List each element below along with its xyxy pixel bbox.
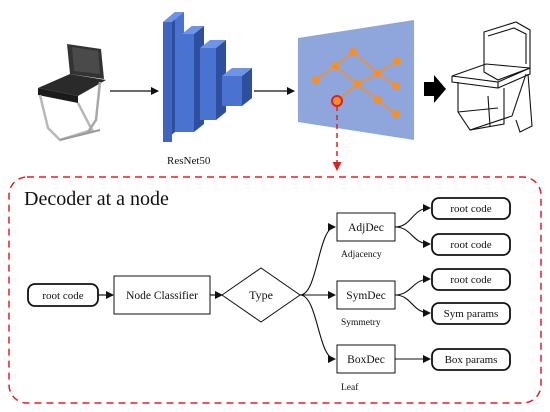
output-arrow <box>424 75 446 103</box>
sym-output-label-1: root code <box>450 274 491 286</box>
feature-plane <box>298 20 414 140</box>
sym-output-params <box>431 302 511 325</box>
symdec-output-arrow-1 <box>394 275 431 296</box>
sym-output-root-code <box>431 268 511 291</box>
adj-output-label-2: root code <box>450 239 491 251</box>
node-classifier-box <box>113 275 211 315</box>
adj-output-root-code-2 <box>431 233 511 256</box>
symmetry-caption: Symmetry <box>341 318 381 328</box>
adjdec-output-arrow-1 <box>394 204 431 228</box>
leaf-caption: Leaf <box>341 382 359 393</box>
adj-output-label-1: root code <box>450 203 491 215</box>
boxdec-label: BoxDec <box>347 354 385 366</box>
adjdec-label: AdjDec <box>348 222 384 234</box>
adjdec-box <box>336 212 396 242</box>
node-classifier-label: Node Classifier <box>126 290 198 302</box>
highlighted-tree-node <box>331 95 343 107</box>
backbone-label: ResNet50 <box>167 155 211 167</box>
adjdec-output-arrow-2 <box>394 226 431 248</box>
symdec-label: SymDec <box>346 290 386 302</box>
sym-output-label-2: Sym params <box>444 308 499 320</box>
tree-nodes <box>312 48 401 118</box>
box-output-params <box>431 348 511 371</box>
input-root-code-label: root code <box>42 290 83 302</box>
resnet-block-stack <box>163 12 252 142</box>
output-chair-wireframe <box>451 21 533 133</box>
adj-output-root-code-1 <box>431 197 511 220</box>
boxdec-box <box>336 344 396 374</box>
branch-arrow-adjacency <box>299 223 336 296</box>
decoder-region <box>8 176 542 404</box>
box-output-label: Box params <box>445 354 498 366</box>
symdec-output-arrow-2 <box>394 294 431 317</box>
adjacency-caption: Adjacency <box>341 250 382 260</box>
input-chair-image <box>38 44 106 142</box>
type-label: Type <box>249 288 273 302</box>
branch-arrow-leaf <box>299 294 336 363</box>
decoder-title: Decoder at a node <box>24 188 169 210</box>
